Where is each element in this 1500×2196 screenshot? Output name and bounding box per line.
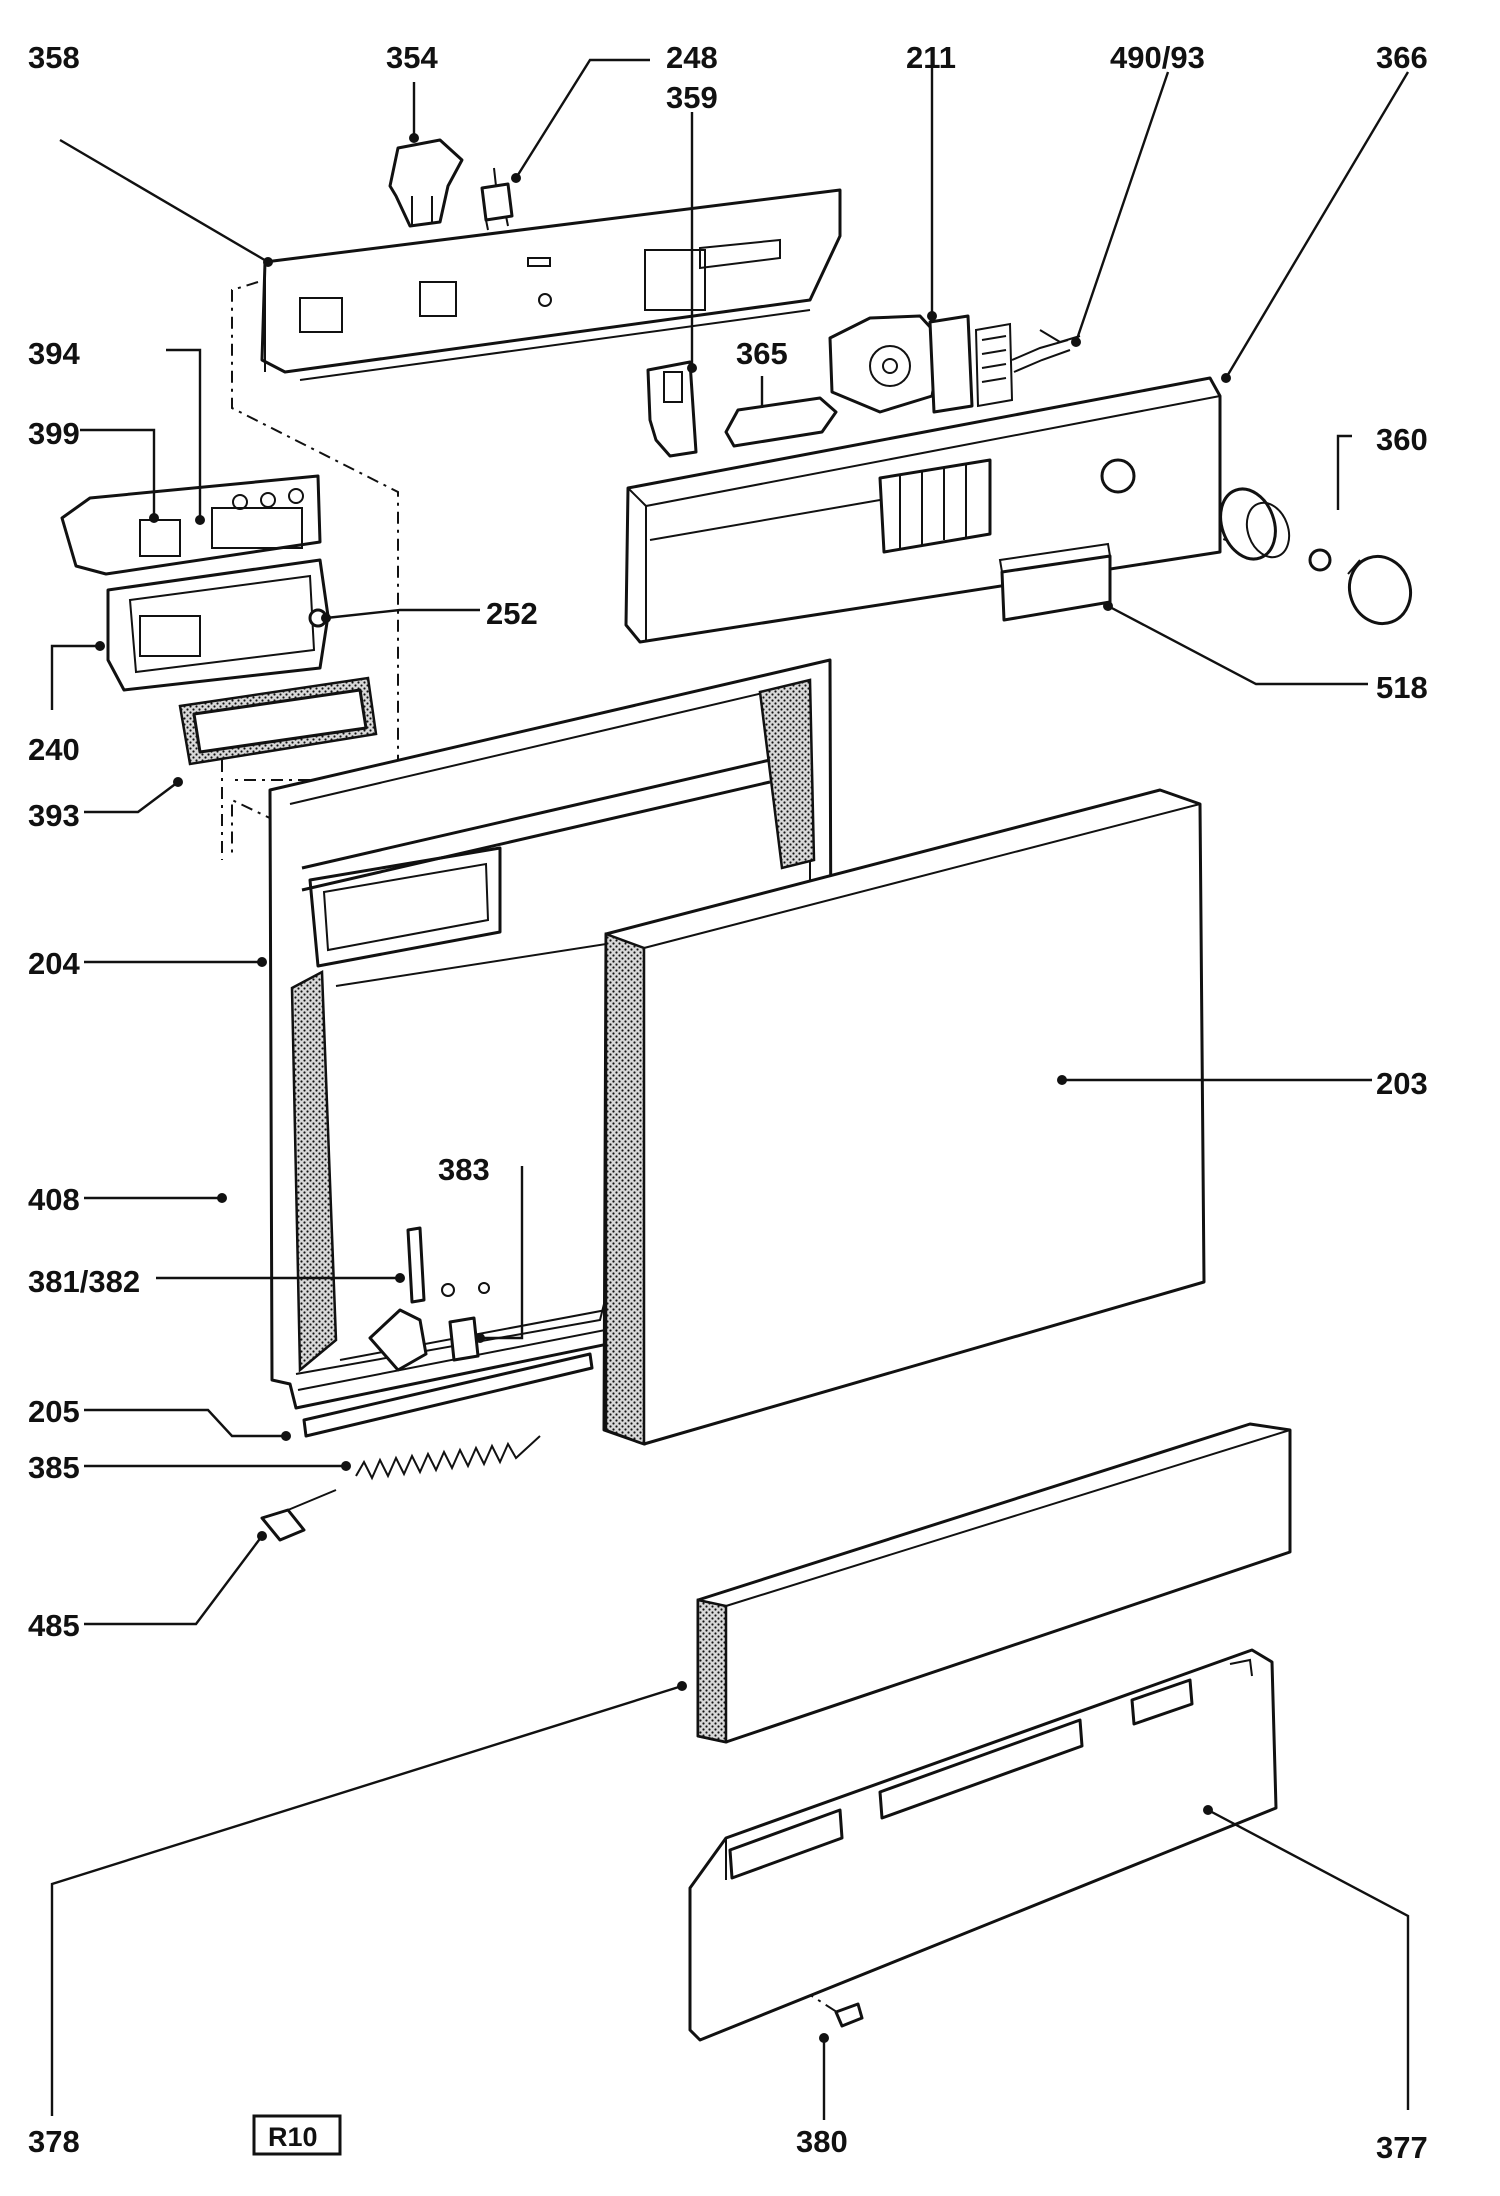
label-360: 360 [1376,422,1428,457]
detergent-dispenser [106,558,330,692]
label-204: 204 [28,946,80,981]
microswitch [480,167,514,231]
label-383: 383 [438,1152,490,1187]
leader-lines [50,58,1410,2120]
leader-dots [95,133,1231,2043]
label-490-93: 490/93 [1110,40,1205,75]
spring-clip [260,1489,337,1542]
programme-timer [828,314,1014,414]
label-377: 377 [1376,2130,1428,2165]
label-354: 354 [386,40,438,75]
kick-plate [696,1422,1292,1744]
label-252: 252 [486,596,538,631]
control-panel-bracket [260,188,842,381]
label-358: 358 [28,40,80,75]
dispenser-lid [60,474,322,576]
door-switch [388,138,464,228]
label-393: 393 [28,798,80,833]
label-205: 205 [28,1394,80,1429]
label-203: 203 [1376,1066,1428,1101]
revision-badge-text: R10 [268,2122,318,2152]
label-359: 359 [666,80,718,115]
label-394: 394 [28,336,80,371]
label-381-382: 381/382 [28,1264,140,1299]
label-248: 248 [666,40,718,75]
door-spring [355,1435,541,1481]
label-385: 385 [28,1450,80,1485]
label-380: 380 [796,2124,848,2159]
door-trim-strip [302,1352,594,1438]
door-hinge [368,1226,490,1372]
control-fascia [624,376,1222,644]
screw [834,2002,864,2028]
label-211: 211 [906,40,956,75]
label-366: 366 [1376,40,1428,75]
outer-door-panel [602,788,1206,1446]
control-knob-assembly [1219,487,1412,626]
label-378: 378 [28,2124,80,2159]
label-399: 399 [28,416,80,451]
revision-badge: R10 [252,2114,342,2156]
dispenser-gasket [178,676,378,766]
label-365: 365 [736,336,788,371]
wiring-harness [1011,329,1081,373]
small-cover [724,396,838,448]
label-408: 408 [28,1182,80,1217]
part-labels: 358 354 248 359 211 490/93 366 394 399 3… [28,40,1428,2165]
clip-bracket [646,360,698,458]
label-240: 240 [28,732,80,767]
label-518: 518 [1376,670,1428,705]
label-485: 485 [28,1608,80,1643]
plinth-panel [688,1648,1278,2042]
